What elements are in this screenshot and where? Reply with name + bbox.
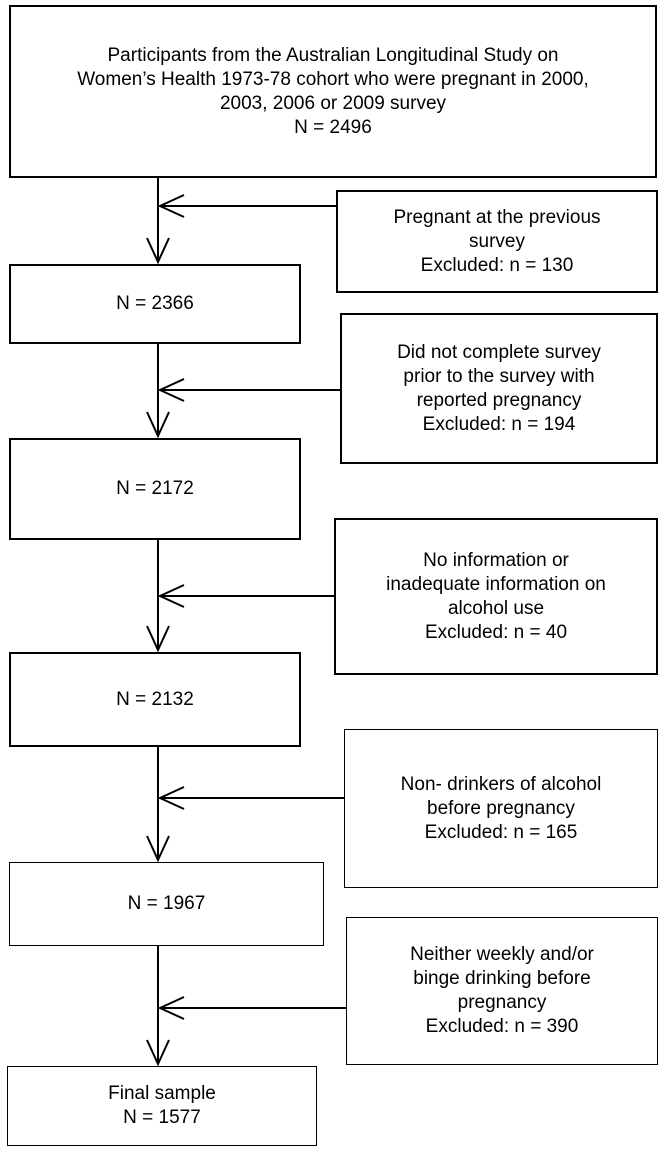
arrowhead-down [146, 625, 170, 653]
box-line: N = 2172 [116, 478, 194, 499]
box-line: prior to the survey with [403, 365, 595, 387]
arrowhead-down [146, 237, 170, 265]
box-line: Neither weekly and/or [410, 944, 594, 965]
arrowhead-down [146, 835, 170, 863]
exclusion-box-previous-pregnancy: Pregnant at the previous survey Excluded… [336, 190, 658, 293]
box-line: reported pregnancy [416, 389, 582, 411]
box-line: Final sample [108, 1083, 216, 1104]
exclusion-box-alcohol-info: No information or inadequate information… [334, 518, 658, 675]
box-line: Participants from the Australian Longitu… [107, 44, 559, 66]
box-line: survey [469, 230, 525, 252]
box-line: alcohol use [447, 597, 545, 619]
box-line: N = 2132 [116, 688, 194, 710]
main-box-participants: Participants from the Australian Longitu… [9, 5, 657, 178]
exclusion-box-weekly-binge: Neither weekly and/or binge drinking bef… [346, 917, 658, 1065]
arrowhead-left [157, 996, 185, 1020]
box-line: Excluded: n = 390 [425, 1016, 579, 1037]
box-line: Excluded: n = 194 [422, 413, 576, 435]
arrowhead-left [157, 378, 185, 402]
box-line: N = 1967 [127, 893, 206, 914]
box-line: 2003, 2006 or 2009 survey [219, 92, 447, 114]
box-line: Women’s Health 1973-78 cohort who were p… [77, 68, 589, 90]
arrowhead-left [157, 584, 185, 608]
box-line: inadequate information on [386, 573, 606, 595]
box-line: N = 2496 [294, 116, 372, 138]
main-box-final-sample: Final sample N = 1577 [7, 1066, 317, 1146]
box-line: No information or [423, 549, 569, 571]
exclusion-box-incomplete-survey: Did not complete survey prior to the sur… [340, 313, 658, 464]
box-line: Excluded: n = 40 [424, 621, 568, 643]
arrowhead-left [157, 194, 185, 218]
box-line: before pregnancy [427, 797, 575, 819]
box-line: Non- drinkers of alcohol [400, 773, 602, 795]
box-line: Pregnant at the previous [393, 206, 601, 228]
main-box-1967: N = 1967 [9, 862, 324, 946]
arrowhead-down [146, 1039, 170, 1067]
main-box-2366: N = 2366 [9, 264, 301, 344]
box-line: pregnancy [457, 992, 547, 1013]
box-line: N = 1577 [123, 1107, 201, 1128]
main-box-2172: N = 2172 [9, 438, 301, 540]
box-line: Excluded: n = 130 [420, 254, 574, 276]
exclusion-box-non-drinkers: Non- drinkers of alcohol before pregnanc… [344, 729, 658, 888]
box-line: binge drinking before [413, 968, 591, 989]
box-line: N = 2366 [116, 293, 194, 314]
box-line: Did not complete survey [397, 341, 601, 363]
main-box-2132: N = 2132 [9, 652, 301, 747]
arrowhead-down [146, 411, 170, 439]
box-line: Excluded: n = 165 [424, 821, 578, 843]
arrowhead-left [157, 786, 185, 810]
